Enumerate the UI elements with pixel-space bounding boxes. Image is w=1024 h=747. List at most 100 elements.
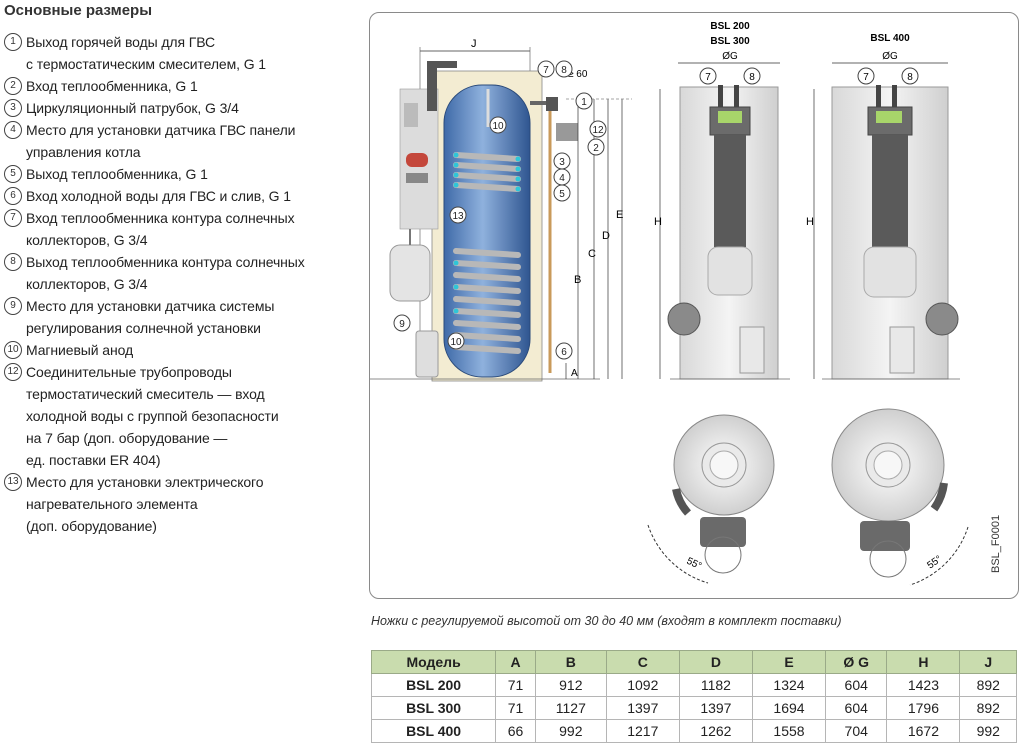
callout-1: 1 xyxy=(575,92,593,110)
value-cell: 1672 xyxy=(886,719,961,743)
legend-number: 9 xyxy=(4,297,26,315)
legend-number: 7 xyxy=(4,209,26,227)
callout-4: 4 xyxy=(553,168,571,186)
svg-text:7: 7 xyxy=(543,65,549,76)
svg-text:3: 3 xyxy=(559,157,565,168)
dim-a: A xyxy=(571,368,578,379)
value-cell: 992 xyxy=(534,719,607,743)
legend-text: Выход теплообменника, G 1 xyxy=(26,166,208,182)
value-cell: 704 xyxy=(825,719,888,743)
callout-8: 8 xyxy=(555,60,573,78)
diagram-svg: J xyxy=(370,21,969,586)
svg-text:1: 1 xyxy=(581,97,587,108)
value-cell: 1558 xyxy=(751,719,827,743)
dim-g-1: ØG xyxy=(722,51,738,62)
top-view-2: 55° xyxy=(831,408,969,586)
top-view-1: 55° xyxy=(647,414,775,584)
value-cell: 1423 xyxy=(886,673,961,697)
svg-text:8: 8 xyxy=(749,72,755,83)
legend-text: Выход горячей воды для ГВС с термостатич… xyxy=(26,34,266,72)
front-view-bsl400: BSL 400 ØG 7 8 H xyxy=(806,33,960,380)
dim-h-2: H xyxy=(806,216,814,228)
value-cell: 1397 xyxy=(605,696,680,720)
legend-number: 4 xyxy=(4,121,26,139)
svg-text:4: 4 xyxy=(559,173,565,184)
dim-j-label: J xyxy=(471,38,477,50)
svg-text:8: 8 xyxy=(907,72,913,83)
table-header-cell: Модель xyxy=(370,650,497,674)
model-label-bsl400: BSL 400 xyxy=(870,33,910,44)
model-label-bsl300: BSL 300 xyxy=(710,36,750,47)
svg-text:5: 5 xyxy=(559,189,565,200)
callout-9: 9 xyxy=(393,314,411,332)
figure-code: BSL_F0001 xyxy=(990,514,1002,573)
table-header-cell: Ø G xyxy=(825,650,888,674)
page-title: Основные размеры xyxy=(4,2,153,19)
legend-text: Вход теплообменника контура солнечных ко… xyxy=(26,210,295,248)
callout-6: 6 xyxy=(555,342,573,360)
value-cell: 604 xyxy=(825,696,888,720)
svg-text:10: 10 xyxy=(450,337,462,348)
value-cell: 1092 xyxy=(605,673,680,697)
table-header-cell: H xyxy=(886,650,961,674)
svg-text:6: 6 xyxy=(561,347,567,358)
legend-number: 5 xyxy=(4,165,26,183)
legend-text: Магниевый анод xyxy=(26,342,134,358)
svg-text:13: 13 xyxy=(452,211,464,222)
dim-c: C xyxy=(588,248,596,260)
svg-text:7: 7 xyxy=(863,72,869,83)
model-cell: BSL 400 xyxy=(370,719,497,743)
dim-g-2: ØG xyxy=(882,51,898,62)
svg-text:9: 9 xyxy=(399,319,405,330)
front-view-bsl200-300: BSL 200 BSL 300 ØG 7 8 H xyxy=(654,21,790,380)
model-cell: BSL 200 xyxy=(370,673,497,697)
table-header-cell: D xyxy=(678,650,753,674)
value-cell: 1182 xyxy=(678,673,753,697)
table-header-cell: E xyxy=(751,650,827,674)
model-cell: BSL 300 xyxy=(370,696,497,720)
legend-number: 1 xyxy=(4,33,26,51)
model-label-bsl200: BSL 200 xyxy=(710,21,750,32)
value-cell: 604 xyxy=(825,673,888,697)
callout-7: 7 xyxy=(537,60,555,78)
value-cell: 912 xyxy=(534,673,607,697)
angle-1: 55° xyxy=(685,556,703,572)
svg-text:2: 2 xyxy=(593,143,599,154)
callout-3: 3 xyxy=(553,152,571,170)
value-cell: 71 xyxy=(495,696,536,720)
value-cell: 1397 xyxy=(678,696,753,720)
table-header-cell: J xyxy=(959,650,1017,674)
dim-b: B xyxy=(574,274,581,286)
value-cell: 1127 xyxy=(534,696,607,720)
legend-number: 3 xyxy=(4,99,26,117)
dim-60: ≥ 60 xyxy=(568,69,588,80)
angle-2: 55° xyxy=(925,554,944,572)
table-header-cell: C xyxy=(605,650,680,674)
legend-number: 2 xyxy=(4,77,26,95)
svg-text:7: 7 xyxy=(705,72,711,83)
value-cell: 71 xyxy=(495,673,536,697)
legend-text: Выход теплообменника контура солнечных к… xyxy=(26,254,305,292)
value-cell: 1217 xyxy=(605,719,680,743)
callout-2: 2 xyxy=(587,138,605,156)
callout-10b: 10 xyxy=(447,332,465,350)
legend-number: 6 xyxy=(4,187,26,205)
legend-text: Место для установки электрического нагре… xyxy=(26,474,264,534)
value-cell: 892 xyxy=(959,673,1017,697)
legend-number: 8 xyxy=(4,253,26,271)
value-cell: 1262 xyxy=(678,719,753,743)
value-cell: 66 xyxy=(495,719,536,743)
